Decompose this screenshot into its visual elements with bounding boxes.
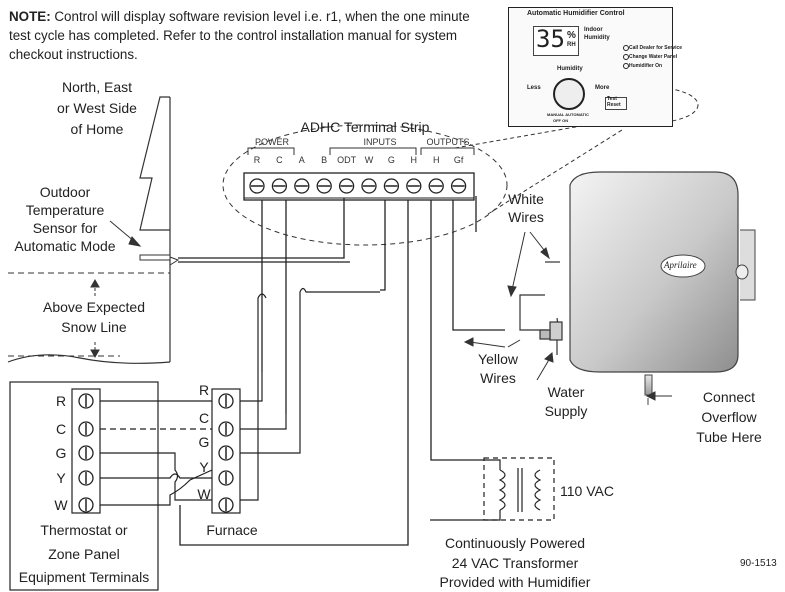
control-led1: Call Dealer for Service <box>629 45 683 51</box>
part-number: 90-1513 <box>740 558 777 569</box>
terminal-label: ODT <box>337 155 357 165</box>
control-reset: Reset <box>607 102 621 108</box>
terminal-label: H <box>432 155 440 165</box>
snow-line-1: Above Expected <box>43 299 145 315</box>
thermostat-terminal-label: Y <box>56 470 66 486</box>
snow-line-2: Snow Line <box>61 319 127 335</box>
thermostat-line-3: Equipment Terminals <box>18 569 150 585</box>
vac110-label: 110 VAC <box>560 483 614 499</box>
control-led2: Change Water Panel <box>629 54 678 60</box>
terminal-strip-callout <box>222 124 508 246</box>
terminal-label: H <box>410 155 418 165</box>
led-3-icon <box>623 63 629 69</box>
yellow-wires-line-1: Yellow <box>478 351 518 367</box>
furnace-block <box>211 388 241 514</box>
sensor-line-1: Outdoor <box>39 184 91 200</box>
terminal-label: G <box>387 155 395 165</box>
overflow-line-2: Overflow <box>701 409 757 425</box>
control-more: More <box>595 85 610 91</box>
transformer-line-1: Continuously Powered <box>444 535 586 551</box>
control-led3: Humidifier On <box>629 63 663 69</box>
group-inputs: INPUTS <box>363 137 397 147</box>
thermostat-wires <box>100 287 380 506</box>
control-modes: MANUAL AUTOMATIC <box>547 112 589 117</box>
outdoor-sensor <box>109 220 180 266</box>
control-indoor: Indoor <box>584 27 603 33</box>
furnace-terminal-label: Y <box>199 459 209 475</box>
terminal-label: B <box>321 155 328 165</box>
thermostat-terminal-label: C <box>55 421 67 437</box>
terminal-label: C <box>276 155 283 165</box>
note-text: NOTE: Control will display software revi… <box>9 7 479 64</box>
sensor-line-2: Temperature <box>25 202 105 218</box>
terminal-label: R <box>253 155 261 165</box>
led-2-icon <box>623 54 629 60</box>
solenoid-valve <box>519 261 563 355</box>
note-body: Control will display software revision l… <box>9 9 470 62</box>
water-supply-line-2: Supply <box>544 403 588 419</box>
yellow-wires-line-2: Wires <box>480 370 516 386</box>
control-less: Less <box>527 85 541 91</box>
control-percent: % <box>567 30 576 41</box>
terminal-strip-title: ADHC Terminal Strip <box>300 119 430 135</box>
control-rh: RH <box>567 42 576 48</box>
note-prefix: NOTE: <box>9 9 51 24</box>
thermostat-line-2: Zone Panel <box>48 546 120 562</box>
thermostat-terminal-label: W <box>54 497 68 513</box>
furnace-terminal-label: R <box>198 382 210 398</box>
thermostat-terminal-label: R <box>55 393 67 409</box>
terminal-label: Gf <box>453 155 464 165</box>
furnace-terminal-label: G <box>198 434 210 450</box>
house-side-line-1: North, East <box>61 79 133 95</box>
control-wires <box>178 196 505 546</box>
thermostat-terminal-label: G <box>55 445 67 461</box>
thermostat-line-1: Thermostat or <box>40 522 128 538</box>
thermostat-panel <box>9 381 159 591</box>
snow-arrows <box>90 278 100 359</box>
terminal-label: A <box>298 155 305 165</box>
led-1-icon <box>623 45 629 51</box>
overflow-line-3: Tube Here <box>696 429 762 445</box>
sensor-line-4: Automatic Mode <box>14 238 116 254</box>
control-display-value: 35 <box>536 25 565 53</box>
humidifier-control: Automatic Humidifier Control 35 % RH Ind… <box>508 7 682 127</box>
group-outputs: OUTPUTS <box>426 137 470 147</box>
terminal-label: W <box>364 155 374 165</box>
humidifier <box>569 171 756 405</box>
overflow-line-1: Connect <box>702 389 756 405</box>
group-power: POWER <box>254 137 289 147</box>
house-side-line-2: or West Side <box>57 100 137 116</box>
sensor-line-3: Sensor for <box>32 220 98 236</box>
control-humidity-knob: Humidity <box>557 66 583 72</box>
control-mode-onoff: OFF ON <box>553 118 569 123</box>
test-reset-button[interactable] <box>605 97 627 110</box>
transformer-line-3: Provided with Humidifier <box>439 574 591 590</box>
white-wires-line-1: White <box>508 191 544 207</box>
humidifier-brand: Aprilaire <box>664 260 697 270</box>
control-humidity: Humidity <box>584 35 610 41</box>
group-brackets <box>247 147 475 155</box>
pointer-arrows <box>463 231 672 401</box>
callout-line-2 <box>487 129 623 215</box>
humidity-knob[interactable] <box>553 78 585 110</box>
water-supply-line-1: Water <box>547 384 585 400</box>
terminal-strip <box>243 172 475 201</box>
furnace-label: Furnace <box>206 522 258 538</box>
white-wires-line-2: Wires <box>508 209 544 225</box>
control-test: Test <box>607 96 617 102</box>
transformer-line-2: 24 VAC Transformer <box>451 555 579 571</box>
control-display <box>533 26 579 56</box>
furnace-terminal-label: C <box>198 410 210 426</box>
furnace-terminal-label: W <box>197 486 211 502</box>
transformer <box>430 457 555 521</box>
control-title: Automatic Humidifier Control <box>527 10 625 17</box>
house-side-line-3: of Home <box>70 121 124 137</box>
